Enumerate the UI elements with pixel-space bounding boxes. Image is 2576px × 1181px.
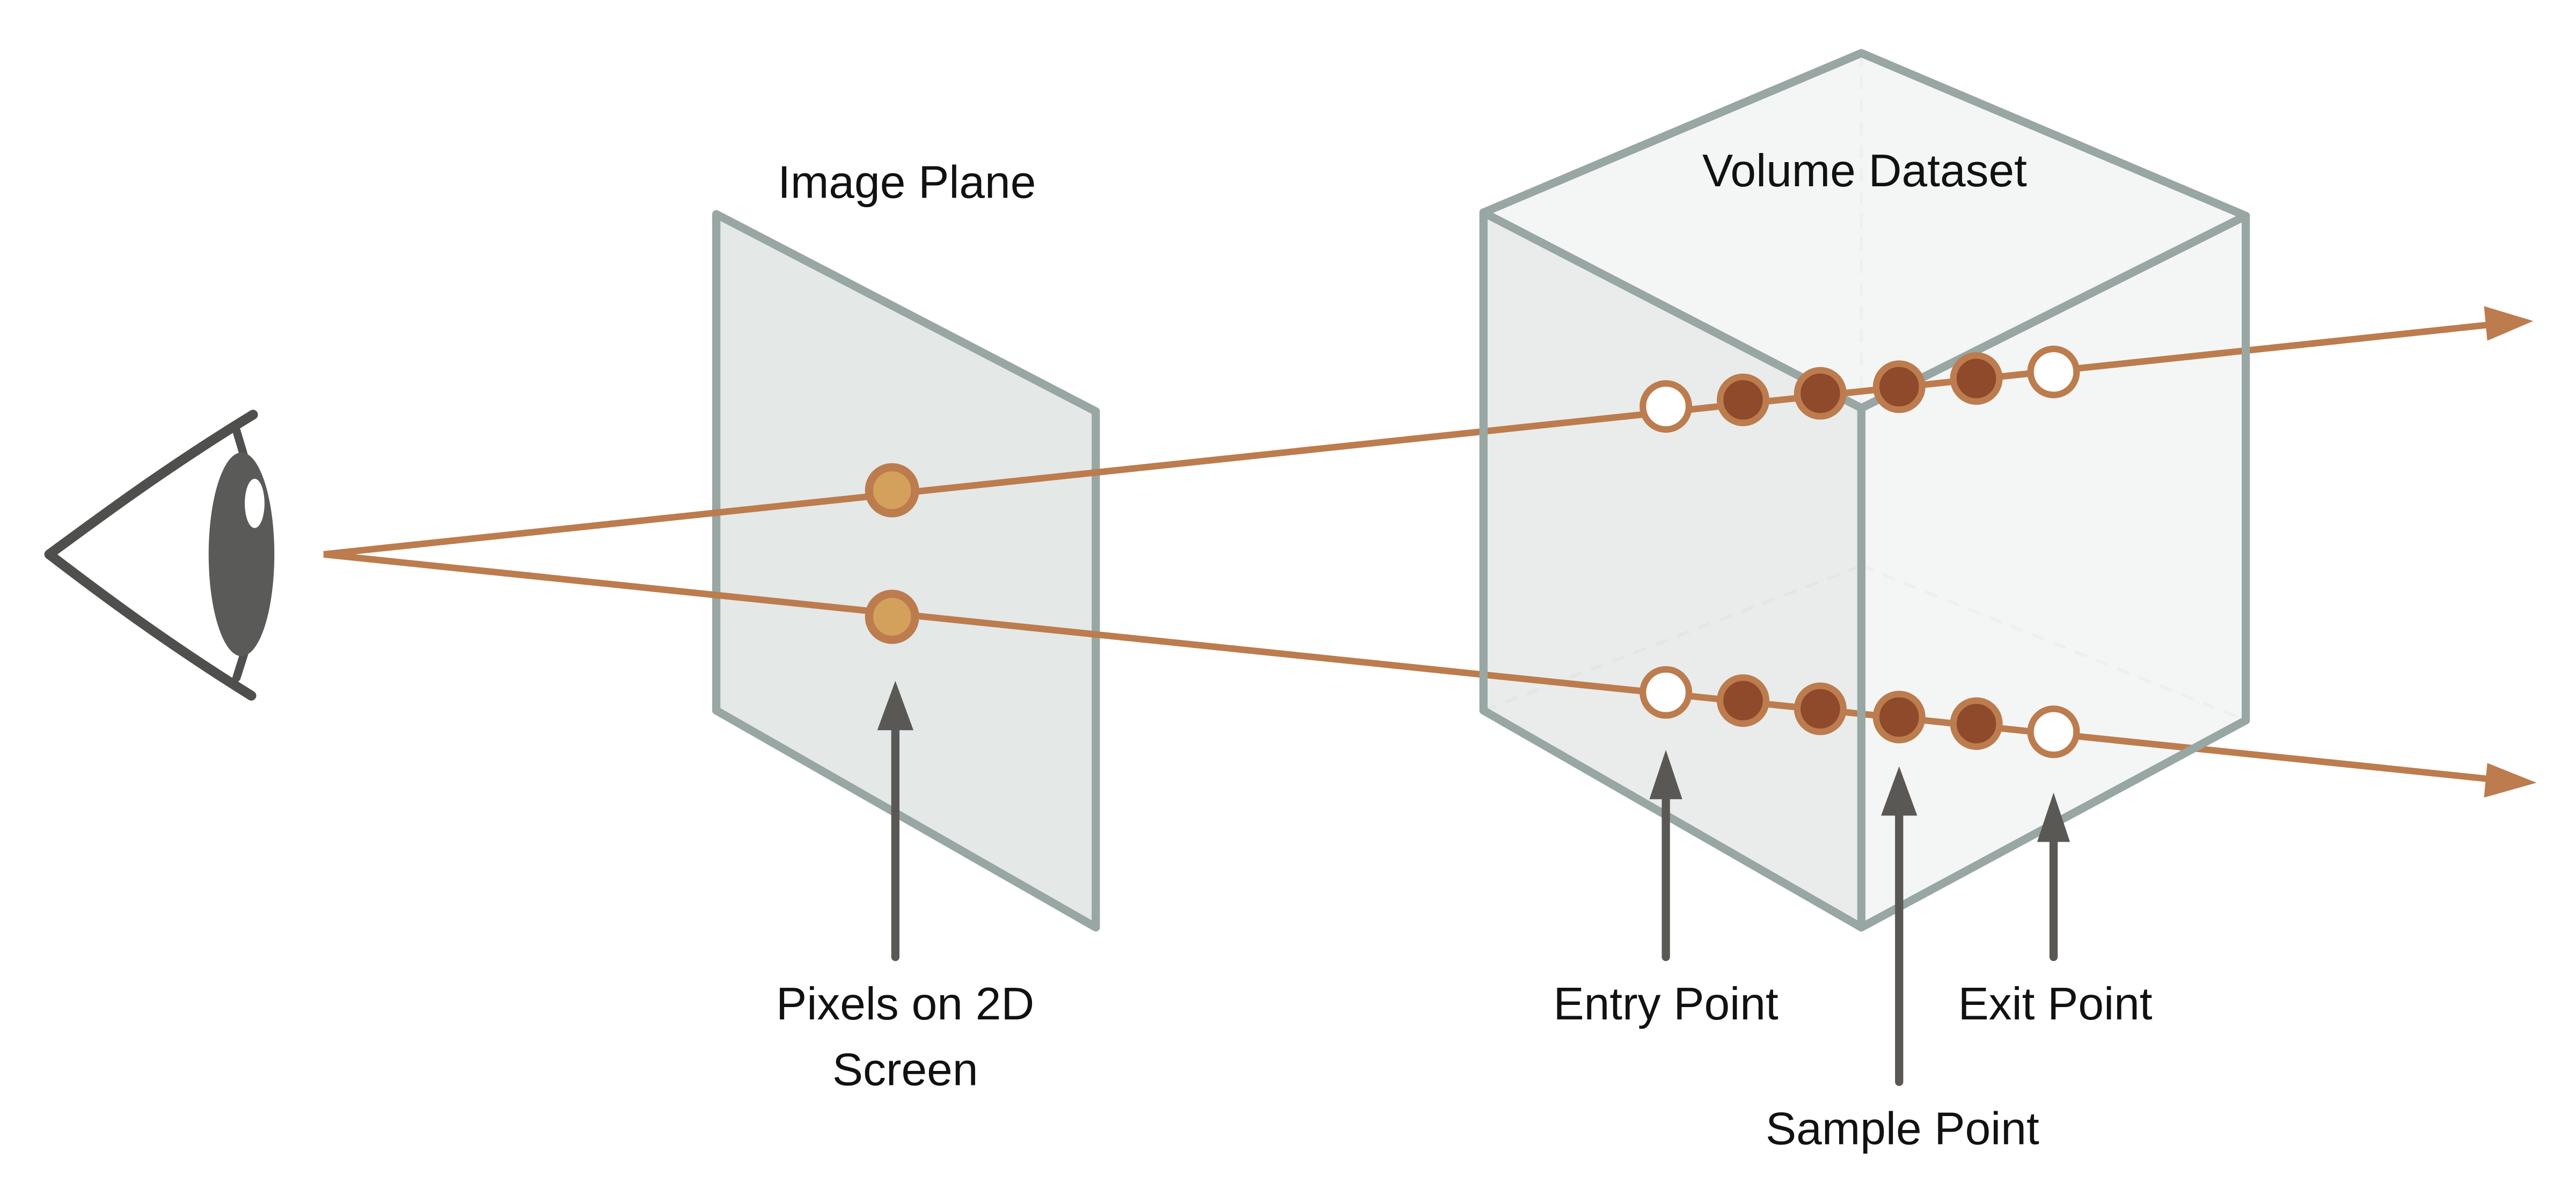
entry-point-lower (1640, 666, 1693, 719)
sample-point (1950, 697, 2003, 750)
sample-arrowhead (1881, 766, 1918, 816)
sample-point (1872, 360, 1926, 413)
pixels-label-line2: Screen (832, 1044, 978, 1095)
ray-lower-arrowhead (2484, 763, 2537, 798)
pointer-arrowheads (877, 681, 2070, 842)
pixel-points (865, 463, 919, 644)
exit-point-label: Exit Point (1958, 978, 2153, 1030)
entry-point-label: Entry Point (1553, 978, 1778, 1030)
pixel-point-upper (865, 463, 919, 517)
pixels-label-line1: Pixels on 2D (776, 978, 1034, 1030)
ray-upper-arrowhead (2484, 306, 2534, 341)
upper-ray-points (1640, 345, 2080, 433)
pixel-point-lower (865, 589, 919, 644)
eye-icon (44, 410, 275, 701)
exit-point-upper (2027, 345, 2080, 398)
pointer-arrows (891, 719, 2058, 1086)
ray-upper (323, 320, 2494, 558)
entry-point-upper (1640, 380, 1693, 433)
volume-edges (1479, 49, 2250, 932)
sample-point (1716, 373, 1769, 426)
image-plane (712, 210, 1100, 932)
sample-point (1716, 674, 1769, 727)
rays (323, 306, 2537, 798)
sample-point (1872, 690, 1926, 743)
sample-point (1794, 367, 1847, 420)
image-plane-label: Image Plane (778, 156, 1036, 208)
pixels-arrowhead (877, 681, 914, 731)
sample-point (1794, 682, 1847, 735)
sample-point-label: Sample Point (1766, 1103, 2039, 1155)
volume-dataset (1483, 53, 2246, 928)
exit-arrowhead (2037, 792, 2070, 842)
volume-top-face (1483, 53, 2246, 409)
exit-point-lower (2027, 705, 2080, 759)
lower-ray-points (1640, 666, 2080, 759)
volume-dataset-label: Volume Dataset (1702, 145, 2027, 196)
entry-arrowhead (1649, 749, 1682, 799)
ray-lower (323, 551, 2494, 783)
sample-point (1950, 352, 2003, 405)
